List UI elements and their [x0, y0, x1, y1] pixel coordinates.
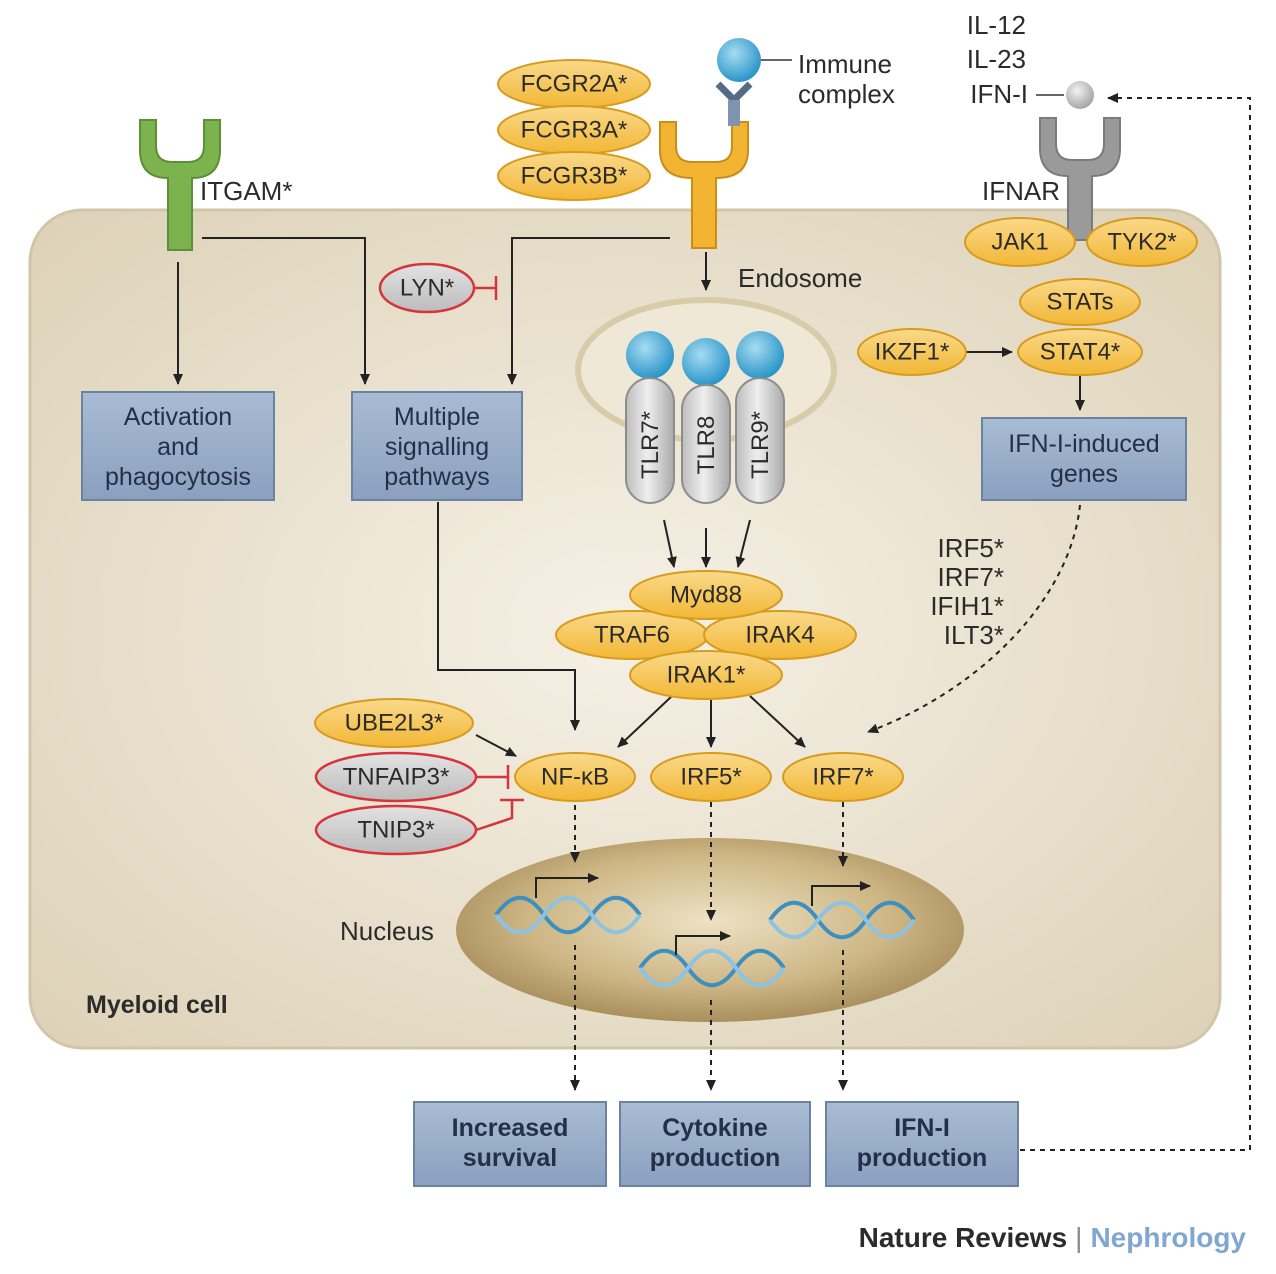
svg-text:IRAK4: IRAK4 [745, 622, 814, 649]
svg-text:Increased: Increased [452, 1114, 569, 1142]
stat4-pill: STAT4* [1017, 328, 1143, 376]
svg-text:IRAK1*: IRAK1* [667, 662, 746, 689]
endosome-label: Endosome [738, 263, 862, 293]
cytokine-box: Cytokine production [619, 1101, 811, 1187]
svg-text:Multiple: Multiple [394, 403, 480, 431]
svg-text:Cytokine: Cytokine [662, 1114, 768, 1142]
publisher-name: Nature Reviews [858, 1222, 1068, 1253]
svg-text:STATs: STATs [1046, 289, 1113, 316]
jak1-pill: JAK1 [964, 217, 1076, 267]
activation-box: Activation and phagocytosis [81, 391, 275, 501]
dna-helix-2 [638, 948, 786, 988]
nucleus-label: Nucleus [340, 916, 434, 946]
svg-text:FCGR3A*: FCGR3A* [521, 117, 628, 144]
svg-text:IKZF1*: IKZF1* [875, 339, 950, 366]
svg-text:TNIP3*: TNIP3* [357, 817, 434, 844]
svg-text:signalling: signalling [385, 433, 489, 461]
dna-helix-1 [494, 895, 642, 935]
tlr8-receptor [681, 338, 731, 504]
ifn-production-box: IFN-I production [825, 1101, 1019, 1187]
irak4-pill: IRAK4 [703, 610, 857, 660]
tnfaip3-pill: TNFAIP3* [314, 751, 478, 803]
footer-credit: Nature Reviews|Nephrology [859, 1222, 1246, 1254]
stats-pill: STATs [1019, 278, 1141, 326]
tlr9-receptor [735, 331, 785, 504]
svg-text:FCGR2A*: FCGR2A* [521, 71, 628, 98]
inhibitor-lines [474, 276, 524, 832]
immune-complex-label-2: complex [798, 79, 895, 109]
svg-text:TRAF6: TRAF6 [594, 622, 670, 649]
immune-complex-ball [717, 38, 761, 82]
svg-text:Myd88: Myd88 [670, 582, 742, 609]
svg-text:NF-κB: NF-κB [541, 764, 609, 791]
svg-text:TNFAIP3*: TNFAIP3* [343, 764, 450, 791]
svg-text:phagocytosis: phagocytosis [105, 463, 251, 491]
svg-text:FCGR3B*: FCGR3B* [521, 163, 628, 190]
svg-text:IFN-I: IFN-I [894, 1114, 950, 1142]
cytokine-label-2: IL-23 [967, 44, 1026, 74]
svg-text:UBE2L3*: UBE2L3* [345, 710, 444, 737]
tyk2-pill: TYK2* [1086, 217, 1198, 267]
svg-text:Activation: Activation [124, 403, 232, 431]
tlr7-receptor [625, 331, 675, 504]
signal-arrows [173, 237, 1085, 757]
cytokine-ball [1066, 81, 1094, 109]
nucleus [456, 838, 964, 1022]
journal-name: Nephrology [1090, 1222, 1246, 1253]
svg-text:STAT4*: STAT4* [1040, 339, 1120, 366]
svg-text:IRF5*: IRF5* [680, 764, 741, 791]
gene-list-2: IRF7* [938, 562, 1004, 592]
svg-text:IFN-I-induced: IFN-I-induced [1008, 430, 1159, 458]
tlr8-label: TLR8 [693, 416, 720, 475]
myd88-pill: Myd88 [629, 570, 783, 620]
dashed-arrows [570, 93, 1251, 1151]
multiple-signalling-box: Multiple signalling pathways [351, 391, 523, 501]
traf6-pill: TRAF6 [555, 610, 709, 660]
ikzf1-pill: IKZF1* [857, 328, 967, 376]
tnip3-pill: TNIP3* [314, 804, 478, 856]
fcgr3a-pill: FCGR3A* [497, 105, 651, 155]
svg-text:TYK2*: TYK2* [1107, 229, 1176, 256]
cytokine-label-3: IFN-I [970, 79, 1028, 109]
cytokine-label-1: IL-12 [967, 10, 1026, 40]
immune-complex-label-1: Immune [798, 49, 892, 79]
lyn-pill: LYN* [378, 262, 476, 314]
svg-text:and: and [157, 433, 199, 461]
gene-list-3: IFIH1* [930, 591, 1004, 621]
fcgr-receptor [659, 81, 753, 249]
svg-text:genes: genes [1050, 460, 1118, 488]
itgam-receptor [139, 119, 221, 251]
svg-text:IRF7*: IRF7* [812, 764, 873, 791]
svg-text:production: production [857, 1144, 988, 1172]
gene-list-4: ILT3* [944, 620, 1004, 650]
dna-helix-3 [768, 900, 916, 940]
ube2l3-pill: UBE2L3* [314, 698, 474, 748]
footer-separator: | [1075, 1222, 1083, 1253]
irak1-pill: IRAK1* [629, 650, 783, 700]
gene-list-1: IRF5* [938, 533, 1004, 563]
ifnar-label: IFNAR [982, 176, 1060, 206]
svg-text:pathways: pathways [384, 463, 490, 491]
ifn-genes-box: IFN-I-induced genes [981, 417, 1187, 501]
irf5-pill: IRF5* [650, 752, 772, 802]
irf7-pill: IRF7* [782, 752, 904, 802]
survival-box: Increased survival [413, 1101, 607, 1187]
fcgr2a-pill: FCGR2A* [497, 59, 651, 109]
tlr9-label: TLR9* [747, 411, 774, 479]
cell-label: Myeloid cell [86, 991, 228, 1019]
itgam-label: ITGAM* [200, 176, 292, 206]
nfkb-pill: NF-κB [514, 752, 636, 802]
fcgr3b-pill: FCGR3B* [497, 151, 651, 201]
svg-text:LYN*: LYN* [400, 275, 454, 302]
svg-text:JAK1: JAK1 [991, 229, 1048, 256]
svg-text:production: production [650, 1144, 781, 1172]
svg-text:survival: survival [463, 1144, 558, 1172]
ifnar-receptor [1039, 117, 1121, 241]
tlr7-label: TLR7* [637, 411, 664, 479]
